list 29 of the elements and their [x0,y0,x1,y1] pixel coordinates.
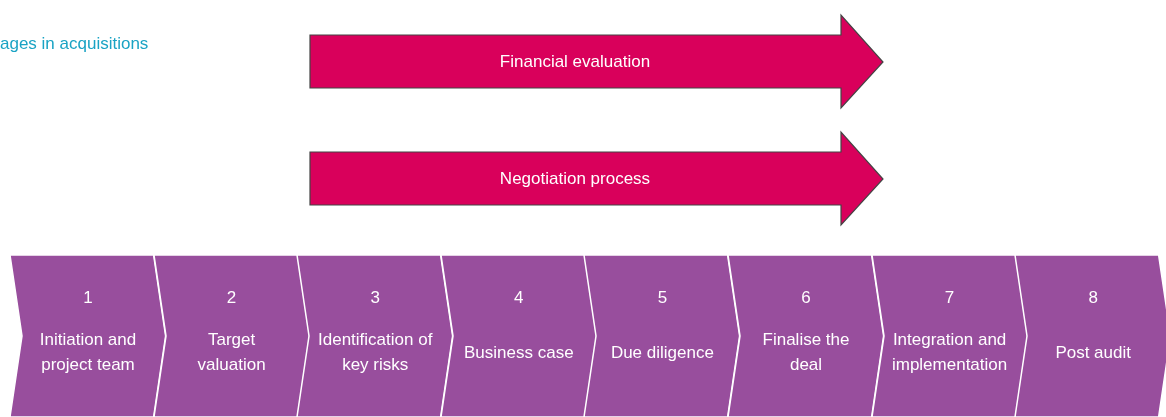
step-label: Initiation and project team [38,329,138,376]
step-label: Business case [464,341,574,364]
process-banner [310,132,884,226]
step-label: Integration and implementation [890,329,1009,376]
stage-band [728,255,884,417]
step-number: 2 [225,287,238,309]
step-label: Target valuation [196,329,267,376]
stage-band [153,255,310,417]
stage-band [584,255,741,417]
step-number: 7 [943,287,956,309]
step-number: 6 [800,287,812,309]
arrow-label: Financial evaluation [498,50,652,73]
step-number: 5 [656,287,669,309]
stage-band [871,255,1028,417]
step-number: 4 [513,287,525,309]
step-label: Identification of key risks [317,329,434,376]
diagram-title: ages in acquisitions [0,34,149,54]
stage-band [440,255,597,417]
step-number: 3 [369,287,381,309]
stage-band [297,255,454,417]
step-label: Post audit [1055,341,1131,364]
stage-band [10,255,166,417]
step-number: 1 [82,287,94,309]
stage-band [1015,255,1166,417]
step-number: 8 [1087,287,1099,309]
step-label: Finalise the deal [761,329,851,376]
process-banner [310,15,884,109]
step-label: Due diligence [610,341,714,364]
arrow-label: Negotiation process [498,167,652,190]
